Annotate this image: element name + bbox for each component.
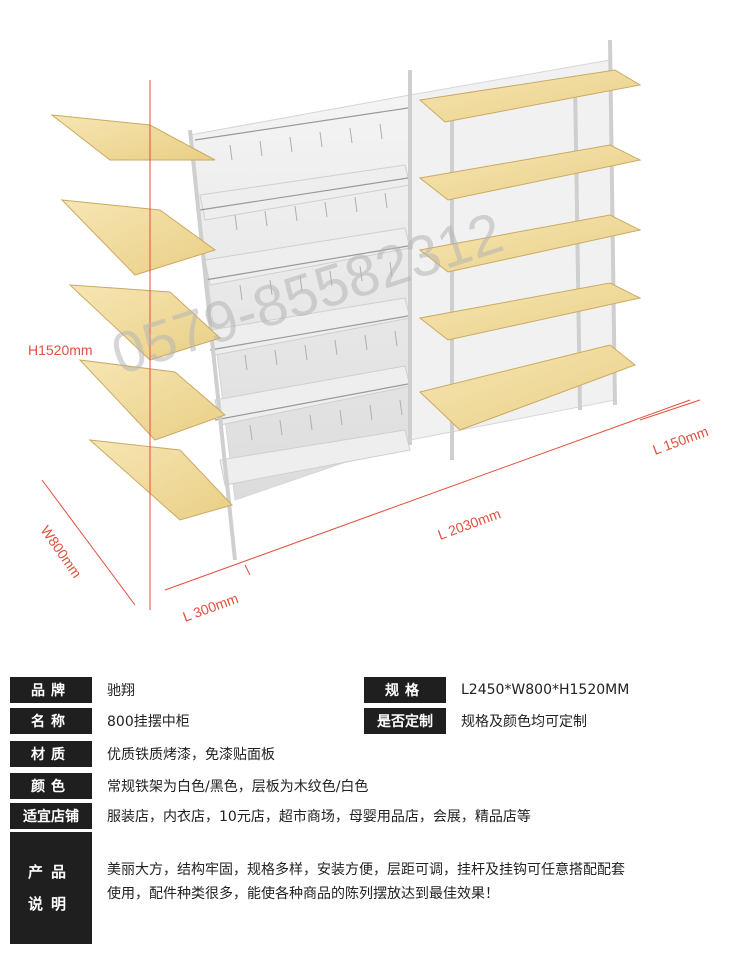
- description-text: 美丽大方，结构牢固，规格多样，安装方便，层距可调，挂杆及挂钩可任意搭配配套 使用…: [107, 858, 727, 906]
- color-label: 颜色: [10, 773, 92, 799]
- length-dimension: L 2030mm: [436, 505, 503, 542]
- left-end-dimension: L 300mm: [181, 590, 241, 625]
- spec-row-brand: 品牌 驰翔 规格 L2450*W800*H1520MM: [0, 677, 747, 703]
- store-value: 服装店，内衣店，10元店，超市商场，母婴用品店，会展，精品店等: [107, 809, 531, 825]
- height-dimension: H1520mm: [28, 342, 93, 358]
- spec-row-material: 材质 优质铁质烤漆，免漆贴面板: [0, 741, 747, 767]
- custom-label: 是否定制: [364, 708, 446, 734]
- name-label: 名称: [10, 708, 92, 734]
- material-label: 材质: [10, 741, 92, 767]
- spec-row-store: 适宜店铺 服装店，内衣店，10元店，超市商场，母婴用品店，会展，精品店等: [0, 803, 747, 829]
- left-end-shelves: [50, 114, 233, 521]
- description-line-2: 使用，配件种类很多，能使各种商品的陈列摆放达到最佳效果！: [107, 886, 499, 902]
- brand-value: 驰翔: [107, 683, 135, 699]
- description-label: 产品 说明: [10, 832, 92, 944]
- color-value: 常规铁架为白色/黑色，层板为木纹色/白色: [107, 779, 369, 795]
- right-shelves: [418, 69, 642, 431]
- right-end-dimension: L 150mm: [651, 423, 711, 458]
- spec-row-name: 名称 800挂摆中柜 是否定制 规格及颜色均可定制: [0, 708, 747, 734]
- dimension-lines: [41, 80, 701, 610]
- store-label: 适宜店铺: [10, 803, 92, 829]
- shelf-illustration: H1520mm W800mm L 2030mm L 300mm L 150mm …: [28, 39, 711, 625]
- description-line-1: 美丽大方，结构牢固，规格多样，安装方便，层距可调，挂杆及挂钩可任意搭配配套: [107, 862, 625, 878]
- width-dimension: W800mm: [38, 523, 85, 581]
- material-value: 优质铁质烤漆，免漆贴面板: [107, 747, 275, 763]
- size-label: 规格: [364, 677, 446, 703]
- hanging-rods: [194, 107, 409, 421]
- hooks: [229, 123, 403, 441]
- custom-value: 规格及颜色均可定制: [461, 714, 587, 730]
- name-value: 800挂摆中柜: [107, 714, 190, 730]
- spec-row-color: 颜色 常规铁架为白色/黑色，层板为木纹色/白色: [0, 773, 747, 799]
- brand-label: 品牌: [10, 677, 92, 703]
- description-label-line-1: 产品: [27, 863, 74, 881]
- size-value: L2450*W800*H1520MM: [461, 682, 630, 698]
- description-label-line-2: 说明: [27, 895, 74, 913]
- product-figure: H1520mm W800mm L 2030mm L 300mm L 150mm …: [28, 39, 711, 625]
